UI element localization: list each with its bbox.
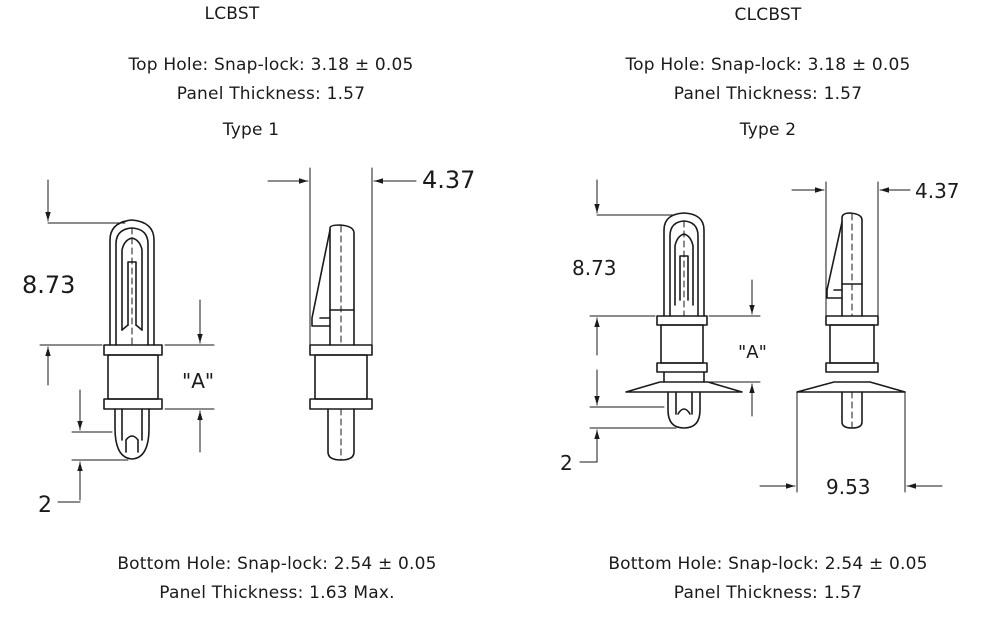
part-title: LCBST bbox=[204, 4, 260, 24]
part-title: CLCBST bbox=[734, 5, 802, 25]
width-dimension: 4.37 bbox=[915, 179, 960, 203]
tip-dimension: 2 bbox=[560, 451, 573, 475]
height-dimension: 8.73 bbox=[572, 256, 617, 280]
height-dimension: 8.73 bbox=[22, 271, 75, 299]
top-hole-spec: Top Hole: Snap-lock: 3.18 ± 0.05 bbox=[625, 55, 911, 75]
top-hole-spec: Top Hole: Snap-lock: 3.18 ± 0.05 bbox=[128, 55, 414, 75]
lcbst-side-view bbox=[309, 224, 373, 461]
top-panel-thickness: Panel Thickness: 1.57 bbox=[176, 84, 366, 104]
tip-dimension: 2 bbox=[38, 493, 52, 518]
clcbst-front-view bbox=[625, 212, 743, 429]
flange-dimension: 9.53 bbox=[826, 475, 871, 499]
clcbst-side-view bbox=[796, 212, 906, 429]
a-dimension: "A" bbox=[182, 369, 214, 393]
type-label: Type 2 bbox=[739, 120, 797, 140]
type-label: Type 1 bbox=[222, 120, 280, 140]
clcbst-panel: CLCBST Top Hole: Snap-lock: 3.18 ± 0.05 … bbox=[492, 0, 984, 627]
top-panel-thickness: Panel Thickness: 1.57 bbox=[673, 84, 863, 104]
width-dimension: 4.37 bbox=[422, 166, 475, 194]
lcbst-front-view bbox=[103, 219, 163, 460]
bottom-panel-thickness: Panel Thickness: 1.63 Max. bbox=[159, 583, 395, 603]
bottom-hole-spec: Bottom Hole: Snap-lock: 2.54 ± 0.05 bbox=[608, 554, 928, 574]
bottom-hole-spec: Bottom Hole: Snap-lock: 2.54 ± 0.05 bbox=[117, 554, 437, 574]
bottom-panel-thickness: Panel Thickness: 1.57 bbox=[673, 583, 863, 603]
lcbst-panel: LCBST Top Hole: Snap-lock: 3.18 ± 0.05 P… bbox=[117, 4, 436, 603]
a-dimension: "A" bbox=[738, 342, 767, 363]
